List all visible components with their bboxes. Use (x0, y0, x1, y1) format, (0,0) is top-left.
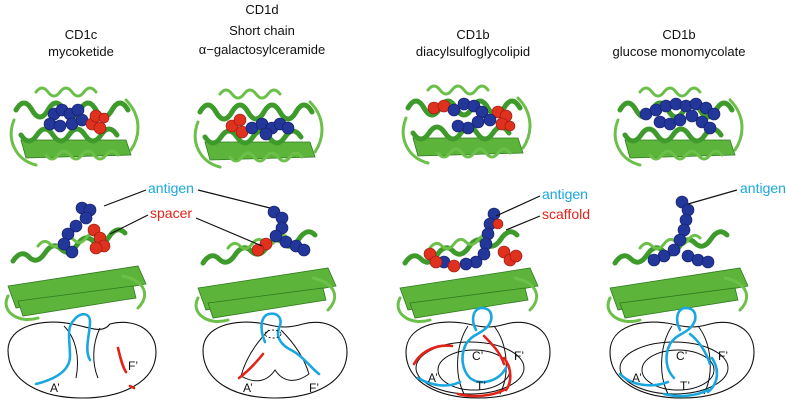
pointer-scaffold (505, 215, 541, 231)
cavity-t-label: T’ (680, 379, 690, 393)
cavity-f-label: F’ (514, 349, 524, 363)
pointer-spacer-cd1d (195, 217, 263, 247)
spacer-spheres (427, 99, 516, 132)
col4-ligand: glucose monomycolate (613, 44, 746, 59)
antigen-spheres (245, 117, 295, 141)
col2-protein-name: CD1d (245, 2, 278, 17)
antigen-spheres (639, 97, 721, 135)
scaffold-spheres (423, 218, 523, 273)
side-view-cd1c (6, 201, 146, 319)
label-antigen-shared: antigen (103, 180, 271, 209)
antigen-spheres (267, 205, 311, 257)
cavity-a-label: A’ (50, 381, 60, 395)
scaffold-label: scaffold (542, 206, 590, 222)
pointer-antigen-cd1d (197, 189, 271, 209)
pointer-spacer-cd1c (109, 214, 149, 235)
schematic-cd1d: A’ F’ (202, 312, 348, 399)
col3-ligand: diacylsulfoglycolipid (416, 44, 530, 59)
label-antigen-cd1b-1: antigen (495, 186, 588, 217)
col2-ligand-line2: α−galactosylceramide (199, 42, 325, 57)
cavity-a-label: A’ (243, 381, 253, 395)
col2-ligand: Short chain (229, 23, 295, 38)
antigen-spheres (447, 97, 497, 135)
col3-protein-name: CD1b (456, 27, 489, 42)
antigen-label-cd1b: antigen (542, 186, 588, 202)
antigen-spheres (647, 195, 715, 269)
antigen-label-gmm: antigen (740, 180, 786, 196)
spacer-spheres (251, 237, 273, 257)
pointer-antigen-cd1b (495, 195, 541, 217)
column-1-header: CD1c mycoketide (48, 27, 114, 59)
side-view-cd1d (196, 205, 336, 321)
antigen-label: antigen (148, 180, 194, 196)
top-view-cd1b-gmm (615, 88, 742, 165)
label-scaffold: scaffold (505, 206, 590, 231)
schematic-cd1b-gmm: A’ C’ F’ T’ (609, 306, 755, 399)
top-view-cd1b-sulfoglycolipid (403, 86, 530, 163)
antigen-spheres (57, 201, 97, 259)
label-spacer-shared: spacer (109, 205, 263, 247)
side-view-cd1b-sulfoglycolipid (398, 207, 538, 321)
cavity-a-label: A’ (632, 371, 642, 385)
column-3-header: CD1b diacylsulfoglycolipid (416, 27, 530, 59)
col4-protein-name: CD1b (662, 27, 695, 42)
spacer-spheres (225, 113, 249, 139)
antigen-spheres (43, 103, 89, 133)
col1-ligand: mycoketide (48, 44, 114, 59)
label-antigen-cd1b-2: antigen (687, 180, 786, 205)
antigen-spheres (437, 207, 501, 271)
pointer-antigen-gmm (687, 189, 738, 205)
cavity-f-label: F’ (128, 359, 138, 373)
spacer-spheres (85, 109, 110, 135)
schematic-cd1c: A’ F’ (7, 312, 157, 399)
top-view-cd1c (11, 88, 138, 165)
pointer-antigen-cd1c (103, 189, 147, 207)
cavity-c-label: C’ (676, 349, 687, 363)
spacer-label: spacer (150, 205, 192, 221)
schematic-cd1b-sulfoglycolipid: A’ C’ F’ T’ (405, 306, 551, 399)
cavity-c-label: C’ (472, 349, 483, 363)
top-view-cd1d (195, 90, 322, 167)
column-4-header: CD1b glucose monomycolate (613, 27, 746, 59)
column-2-header: CD1d Short chain α−galactosylceramide (199, 2, 325, 57)
side-view-cd1b-gmm (608, 195, 748, 321)
spacer-spheres (87, 223, 111, 255)
cavity-t-label: T’ (476, 379, 486, 393)
cavity-a-label: A’ (428, 371, 438, 385)
cavity-f-label: F’ (718, 349, 728, 363)
cavity-f-label: F’ (309, 381, 319, 395)
col1-protein-name: CD1c (65, 27, 98, 42)
